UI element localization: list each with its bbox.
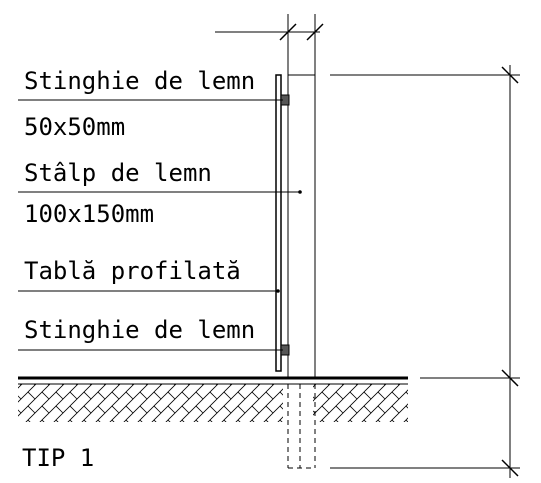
post-foundation xyxy=(287,384,316,469)
label-sheet: Tablă profilată xyxy=(24,257,241,285)
ground-hatch xyxy=(18,384,408,422)
label-post-size: 100x150mm xyxy=(24,200,154,228)
label-rail-bottom: Stinghie de lemn xyxy=(24,316,255,344)
label-post: Stâlp de lemn xyxy=(24,159,212,187)
leader-lines xyxy=(18,99,302,351)
vertical-dimension xyxy=(330,65,520,478)
ground-line xyxy=(18,376,408,385)
profiled-sheet xyxy=(275,74,282,372)
label-rail-top-size: 50x50mm xyxy=(24,113,125,141)
post xyxy=(287,74,316,378)
label-type: TIP 1 xyxy=(22,444,94,472)
label-rail-top: Stinghie de lemn xyxy=(24,67,255,95)
top-dimension xyxy=(215,14,324,75)
